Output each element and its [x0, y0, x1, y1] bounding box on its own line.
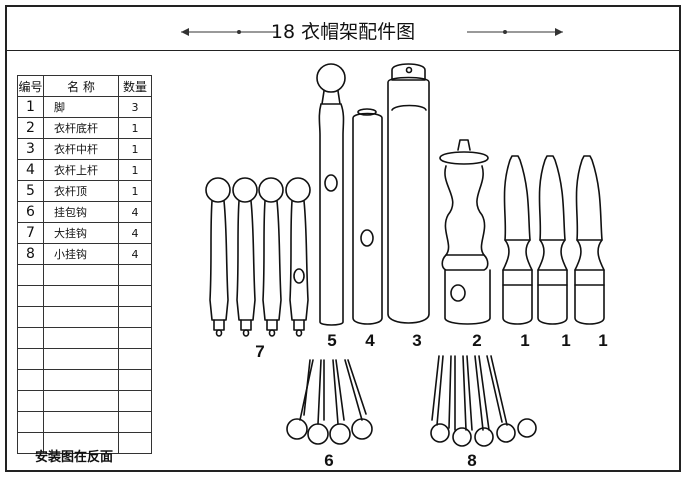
page-title: 18 衣帽架配件图 — [270, 21, 416, 43]
empty-cell — [118, 432, 152, 454]
label-part-1: 1 — [520, 331, 529, 350]
part-5-pole-top — [316, 63, 346, 326]
empty-table-row — [17, 348, 152, 370]
empty-table-row — [17, 390, 152, 412]
part-1-foot — [537, 155, 568, 325]
part-8-small-hooks — [430, 355, 537, 447]
right-ornament-icon — [467, 28, 563, 36]
part-4-upper-pole — [352, 108, 383, 325]
part-7-hooks — [205, 177, 311, 337]
large-hook — [285, 177, 311, 337]
empty-table-row — [17, 369, 152, 391]
title-bar: 18 衣帽架配件图 — [7, 7, 679, 49]
table-header-row: 编号 名 称 数量 — [17, 75, 152, 97]
large-hook — [232, 177, 258, 337]
part-2-base-pole — [439, 139, 491, 325]
part-1-foot — [574, 155, 605, 325]
empty-table-row — [17, 432, 152, 454]
empty-table-row — [17, 264, 152, 286]
part-1-foot — [502, 155, 533, 325]
label-part-4: 4 — [365, 331, 375, 350]
part-3-middle-pole — [387, 63, 430, 324]
label-part-1: 1 — [598, 331, 607, 350]
label-part-2: 2 — [472, 331, 481, 350]
row-name: 衣杆上杆 — [43, 159, 119, 181]
label-part-1: 1 — [561, 331, 570, 350]
label-part-7: 7 — [255, 342, 264, 361]
label-part-3: 3 — [412, 331, 421, 350]
large-hook — [205, 177, 231, 337]
part-6-bag-hooks — [286, 359, 373, 445]
title-divider — [7, 50, 679, 51]
label-part-8: 8 — [467, 451, 476, 470]
empty-rows — [17, 264, 152, 454]
large-hook — [258, 177, 284, 337]
install-note: 安装图在反面 — [35, 450, 114, 465]
empty-table-row — [17, 306, 152, 328]
row-quantity: 1 — [118, 180, 152, 202]
header-quantity: 数量 — [118, 75, 152, 97]
page-frame — [5, 5, 681, 472]
row-name: 衣杆中杆 — [43, 138, 119, 160]
label-part-6: 6 — [324, 451, 333, 470]
label-part-5: 5 — [327, 331, 336, 350]
left-ornament-icon — [181, 28, 277, 36]
